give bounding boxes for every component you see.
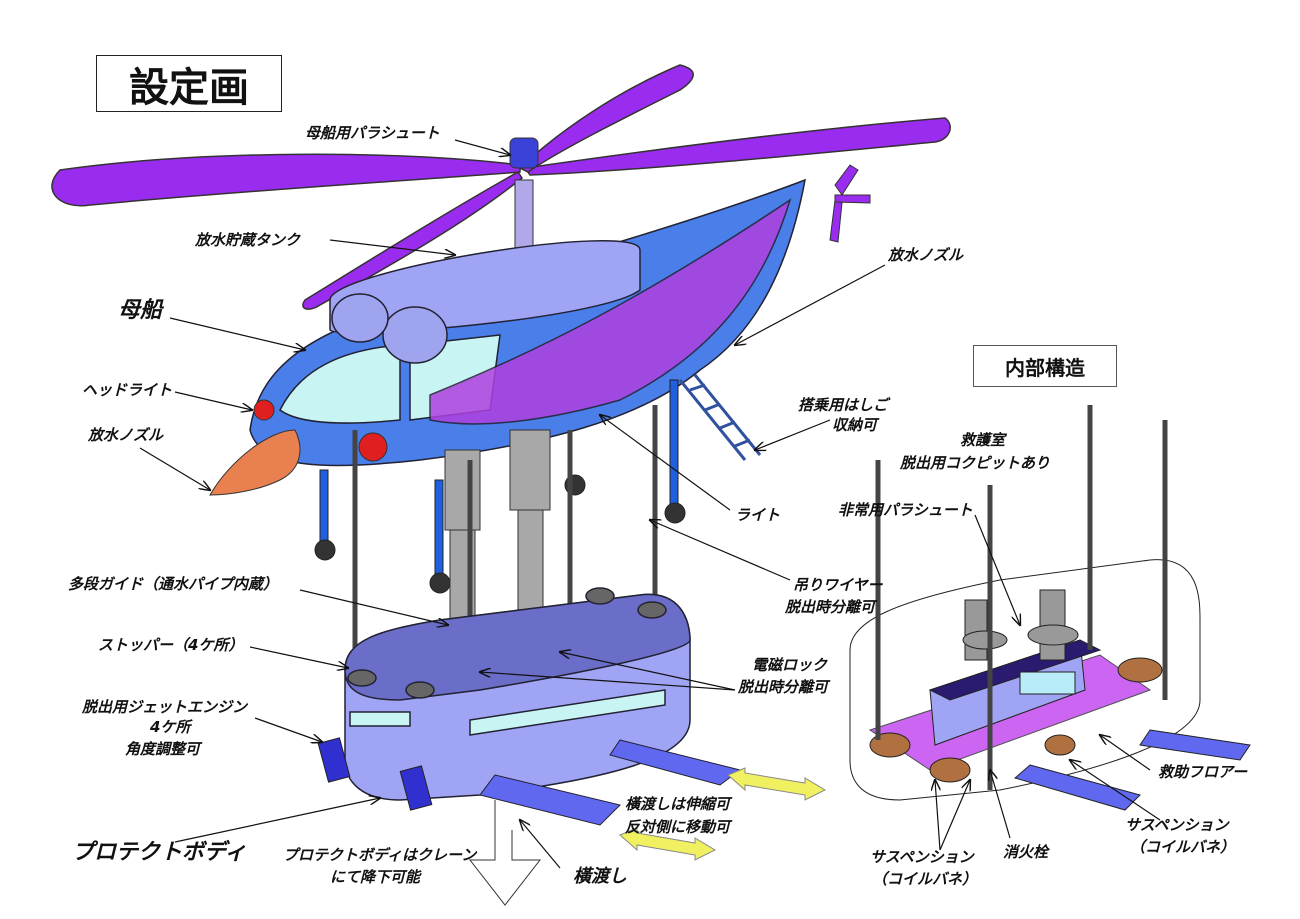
label-suspension-right-2: （コイルバネ） <box>1130 838 1236 856</box>
label-ladder-1: 搭乗用はしご <box>798 396 889 414</box>
label-bridge-note-1: 橫渡しは伸縮可 <box>625 795 731 813</box>
label-light: ライト <box>735 506 781 524</box>
label-wire-1: 吊りワイヤー <box>793 576 883 594</box>
extend-arrows <box>619 767 827 861</box>
tail-rotor <box>829 164 871 243</box>
protect-body <box>344 587 691 801</box>
down-arrow <box>468 800 542 906</box>
label-bridge-note-2: 反対側に移動可 <box>625 818 731 836</box>
label-rescue-room-1: 救護室 <box>960 431 1006 449</box>
main-rotor <box>51 64 951 310</box>
label-water-nozzle-right: 放水ノズル <box>888 246 964 264</box>
label-maglock-2: 脱出時分離可 <box>738 678 829 696</box>
headlight <box>253 399 275 421</box>
jet-engines <box>317 737 433 811</box>
label-rescue-floor: 救助フロアー <box>1158 763 1248 781</box>
label-suspension-left-2: （コイルバネ） <box>872 870 978 888</box>
inner-structure-title: 内部構造 <box>973 345 1117 387</box>
label-jet-3: 角度調整可 <box>125 740 201 758</box>
label-bridge: 橫渡し <box>573 866 627 887</box>
label-hydrant: 消火栓 <box>1003 843 1049 861</box>
label-maglock-1: 電磁ロック <box>752 656 828 674</box>
inner-structure <box>849 405 1251 811</box>
label-crane-1: プロテクトボディはクレーン <box>283 846 477 864</box>
label-protect-body: プロテクトボディ <box>72 840 247 865</box>
label-ladder-2: 収納可 <box>832 416 878 434</box>
label-water-nozzle-left: 放水ノズル <box>88 426 164 444</box>
label-mothership: 母船 <box>118 298 163 323</box>
label-rescue-room-2: 脱出用コクピットあり <box>900 454 1051 472</box>
label-suspension-left-1: サスペンション <box>870 848 974 866</box>
bridges <box>479 739 742 826</box>
label-guide: 多段ガイド（通水パイプ内蔵） <box>68 575 279 593</box>
ladder <box>678 374 762 461</box>
label-mothership-parachute: 母船用パラシュート <box>305 124 440 142</box>
mothership-body <box>249 178 806 467</box>
label-suspension-right-1: サスペンション <box>1125 816 1229 834</box>
parachute-pod <box>509 137 539 169</box>
label-jet-2: 4ケ所 <box>150 718 191 736</box>
label-headlight: ヘッドライト <box>82 381 173 399</box>
label-emergency-parachute: 非常用パラシュート <box>838 501 973 519</box>
leader-lines <box>139 139 1161 869</box>
label-wire-2: 脱出時分離可 <box>785 598 876 616</box>
page-title: 設定画 <box>96 55 282 112</box>
label-crane-2: にて降下可能 <box>330 868 421 886</box>
beak-nozzle <box>209 429 301 496</box>
label-water-tank: 放水貯蔵タンク <box>195 231 301 249</box>
label-stopper: ストッパー（4ケ所） <box>98 636 244 654</box>
label-jet-1: 脱出用ジェットエンジン <box>82 698 248 716</box>
